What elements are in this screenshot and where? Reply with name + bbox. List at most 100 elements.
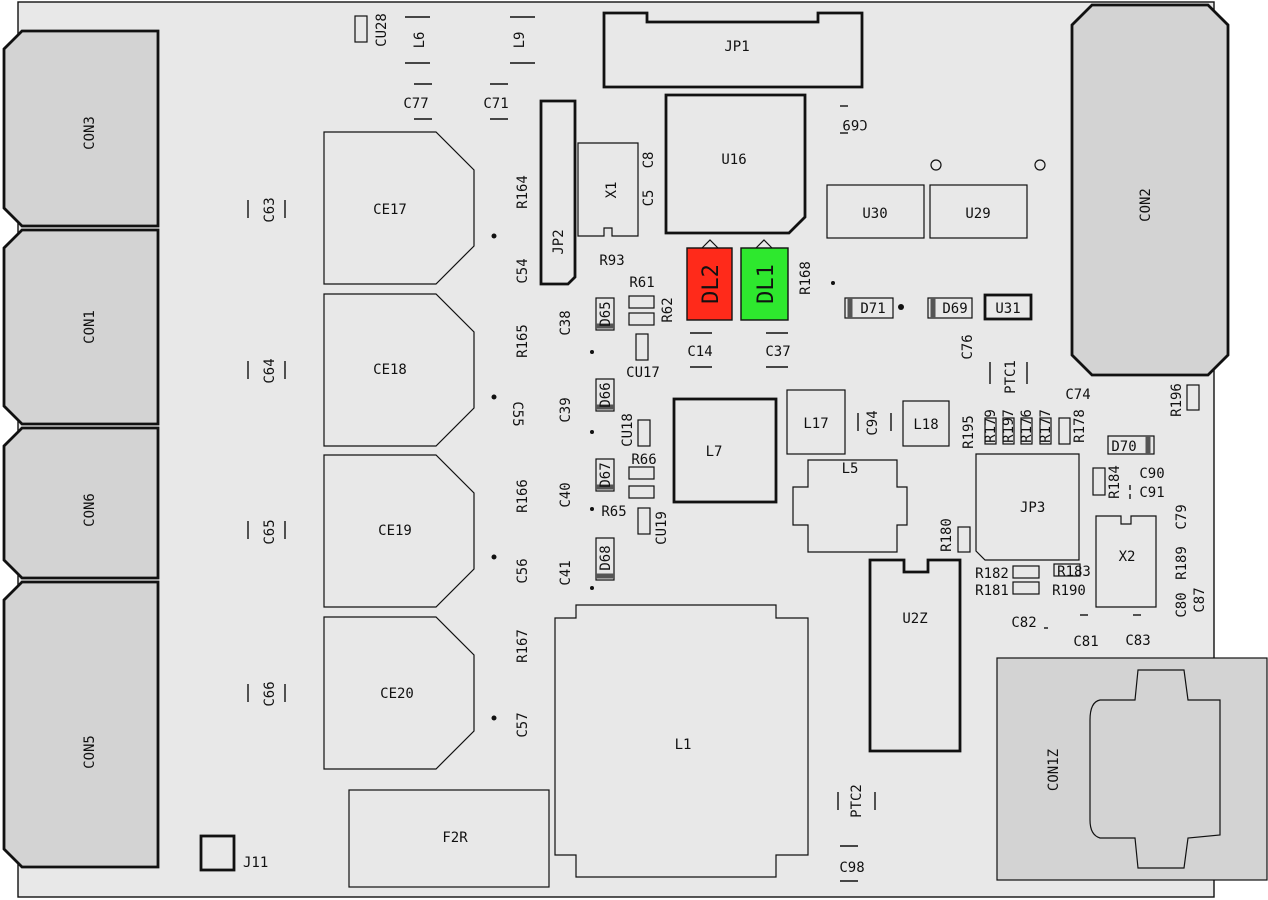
con1z-label: CON1Z — [1046, 749, 1062, 791]
fuse-f2r: F2R — [348, 789, 550, 888]
r179-label: R179 — [983, 409, 999, 443]
c69-label: C69 — [842, 116, 867, 132]
led-dl2-body — [686, 247, 733, 321]
c71-label: C71 — [483, 96, 508, 112]
r164-label: R164 — [515, 175, 531, 209]
header-j11: J11 — [199, 834, 268, 872]
c87-label: C87 — [1192, 587, 1208, 612]
r93-label: R93 — [599, 253, 624, 269]
f2r-label: F2R — [442, 830, 468, 846]
connector-con6: CON6 — [2, 426, 160, 580]
r166-label: R166 — [515, 479, 531, 513]
r177-label: R177 — [1038, 409, 1054, 443]
diode-d65: D65 — [590, 297, 615, 354]
r168-label: R168 — [798, 261, 814, 295]
r178-label: R178 — [1072, 409, 1088, 443]
r176-label: R176 — [1019, 409, 1035, 443]
c37-label: C37 — [765, 344, 790, 360]
diode-d68: D68 — [590, 537, 615, 590]
c79-label: C79 — [1174, 504, 1190, 529]
con6-label: CON6 — [82, 493, 98, 527]
c63-label: C63 — [262, 197, 278, 222]
x1-label: X1 — [604, 182, 620, 199]
c65-label: C65 — [262, 519, 278, 544]
c39-label: C39 — [558, 397, 574, 422]
c74-label: C74 — [1065, 387, 1090, 403]
r61-label: R61 — [629, 275, 654, 291]
ic-u30: U30 — [826, 184, 925, 239]
c55-label: C55 — [509, 401, 525, 426]
u16-label: U16 — [721, 152, 746, 168]
jp2-label: JP2 — [551, 229, 567, 254]
ptc2-label: PTC2 — [849, 784, 865, 818]
u30-label: U30 — [862, 206, 887, 222]
l1-label: L1 — [675, 737, 692, 753]
c66-label: C66 — [262, 681, 278, 706]
c57-label: C57 — [515, 712, 531, 737]
r184-label: R184 — [1107, 465, 1123, 499]
r190-label: R190 — [1052, 583, 1086, 599]
cu17-label: CU17 — [626, 365, 660, 381]
r66-label: R66 — [631, 452, 656, 468]
c80-label: C80 — [1174, 592, 1190, 617]
dl1-label: DL1 — [754, 264, 779, 304]
r180-label: R180 — [939, 518, 955, 552]
c64-label: C64 — [262, 358, 278, 383]
r167-label: R167 — [515, 629, 531, 663]
r197-label: R197 — [1001, 409, 1017, 443]
l7-label: L7 — [706, 444, 723, 460]
r181-label: R181 — [975, 583, 1009, 599]
d68-label: D68 — [598, 545, 614, 570]
con3-label: CON3 — [82, 116, 98, 150]
component-labels: CU28 C77 C71 C63 C64 C65 C66 R164 R165 R… — [262, 13, 1208, 876]
ic-u31: U31 — [983, 293, 1033, 321]
c90-label: C90 — [1139, 466, 1164, 482]
inductor-l6: L6 — [405, 16, 430, 64]
c14-label: C14 — [687, 344, 712, 360]
c94-label: C94 — [865, 410, 881, 435]
inductor-l17: L17 — [786, 389, 846, 455]
l6-label: L6 — [412, 32, 428, 49]
electrolytic-ce17: CE17 — [323, 131, 497, 285]
d69-label: D69 — [942, 301, 967, 317]
c98-label: C98 — [839, 860, 864, 876]
led-dl2: DL2 — [686, 239, 733, 321]
header-jp2: JP2 — [539, 99, 577, 286]
diode-d69: D69 — [927, 297, 973, 319]
connector-con2: CON2 — [1070, 3, 1230, 377]
crystal-x1: X1 — [577, 142, 639, 237]
ce20-label: CE20 — [380, 686, 414, 702]
connector-con3: CON3 — [2, 29, 160, 228]
electrolytic-ce20: CE20 — [323, 616, 497, 770]
diode-d67: D67 — [590, 458, 615, 511]
ic-u16: U16 — [664, 93, 807, 235]
cu19-label: CU19 — [654, 511, 670, 545]
led-dl1: DL1 — [740, 239, 789, 321]
u2z-label: U2Z — [902, 611, 927, 627]
r189-label: R189 — [1174, 546, 1190, 580]
silk-marks — [247, 83, 1141, 882]
connector-con1: CON1 — [2, 228, 160, 426]
cu28-label: CU28 — [374, 13, 390, 47]
ptc1-label: PTC1 — [1003, 360, 1019, 394]
led-dl1-body — [740, 247, 789, 321]
inductor-l18: L18 — [902, 400, 950, 447]
c56-label: C56 — [515, 558, 531, 583]
diode-d66: D66 — [590, 378, 615, 434]
c41-label: C41 — [558, 560, 574, 585]
d70-label: D70 — [1111, 439, 1136, 455]
d67-label: D67 — [598, 462, 614, 487]
diode-d70: D70 — [1107, 435, 1155, 455]
electrolytic-ce18: CE18 — [323, 293, 497, 447]
ce19-label: CE19 — [378, 523, 412, 539]
l17-label: L17 — [803, 416, 828, 432]
c5-label: C5 — [641, 190, 657, 207]
l18-label: L18 — [913, 417, 938, 433]
inductor-l1: L1 — [554, 604, 809, 878]
c76-label: C76 — [960, 334, 976, 359]
c38-label: C38 — [558, 310, 574, 335]
c40-label: C40 — [558, 482, 574, 507]
c77-label: C77 — [403, 96, 428, 112]
